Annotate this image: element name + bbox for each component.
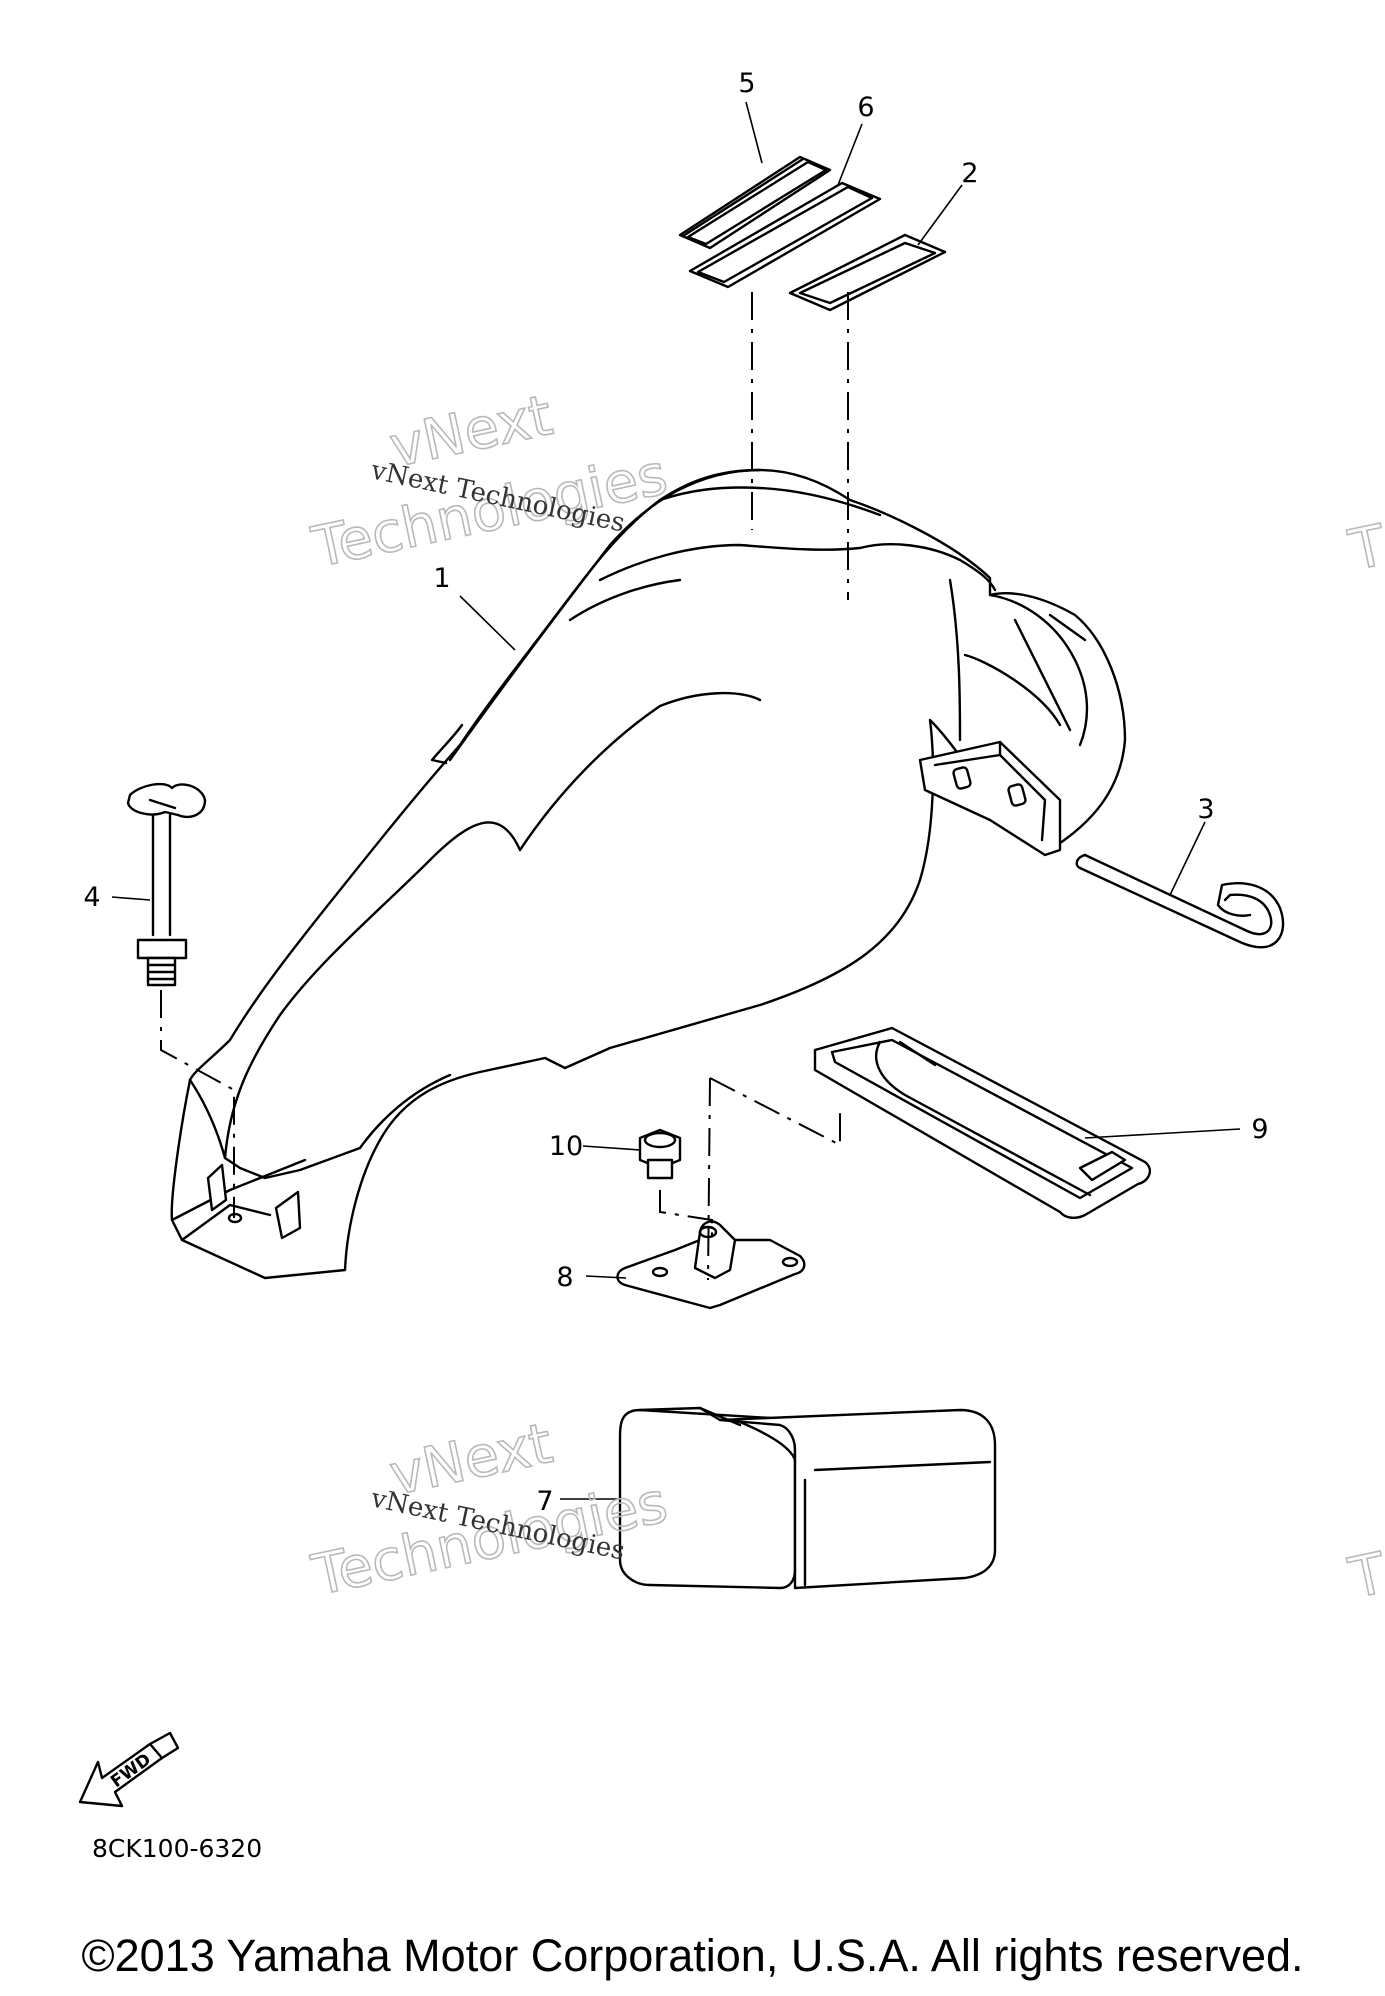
- watermark-edge-fragment: T: [1343, 513, 1385, 584]
- callout-10: 10: [549, 1131, 583, 1162]
- watermark-upper: vNext Technologies vNext Technologies T: [306, 382, 1385, 584]
- copyright-notice: ©2013 Yamaha Motor Corporation, U.S.A. A…: [81, 1930, 1304, 1981]
- callout-9: 9: [1251, 1114, 1268, 1145]
- part-7-case: [618, 1406, 997, 1590]
- callout-2: 2: [961, 158, 978, 189]
- callout-8: 8: [556, 1262, 573, 1293]
- callout-7: 7: [536, 1486, 553, 1517]
- callout-1: 1: [433, 563, 450, 594]
- part-1-fender: [170, 468, 1127, 1280]
- part-3-rod: [1075, 853, 1285, 949]
- alignment-lines: [160, 292, 849, 1281]
- part-8-plate: [616, 1220, 806, 1310]
- part-10-nut: [638, 1128, 682, 1180]
- drawing-code: 8CK100-6320: [92, 1834, 263, 1863]
- callout-numbers: 1 2 3 4 5 6 7 8 9 10: [83, 68, 1268, 1517]
- callout-6: 6: [857, 92, 874, 123]
- callout-4: 4: [83, 882, 100, 913]
- part-2-plate: [788, 233, 947, 312]
- part-5-decal: [678, 155, 832, 250]
- callout-3: 3: [1197, 794, 1214, 825]
- callout-5: 5: [738, 68, 755, 99]
- part-9-bracket: [813, 1026, 1152, 1220]
- leader-lines: [111, 101, 1241, 1500]
- fwd-arrow-icon: FWD: [78, 1731, 180, 1808]
- watermark-edge-fragment: T: [1343, 1541, 1385, 1612]
- part-4-bolt: [126, 782, 207, 987]
- part-6-decal: [688, 181, 882, 289]
